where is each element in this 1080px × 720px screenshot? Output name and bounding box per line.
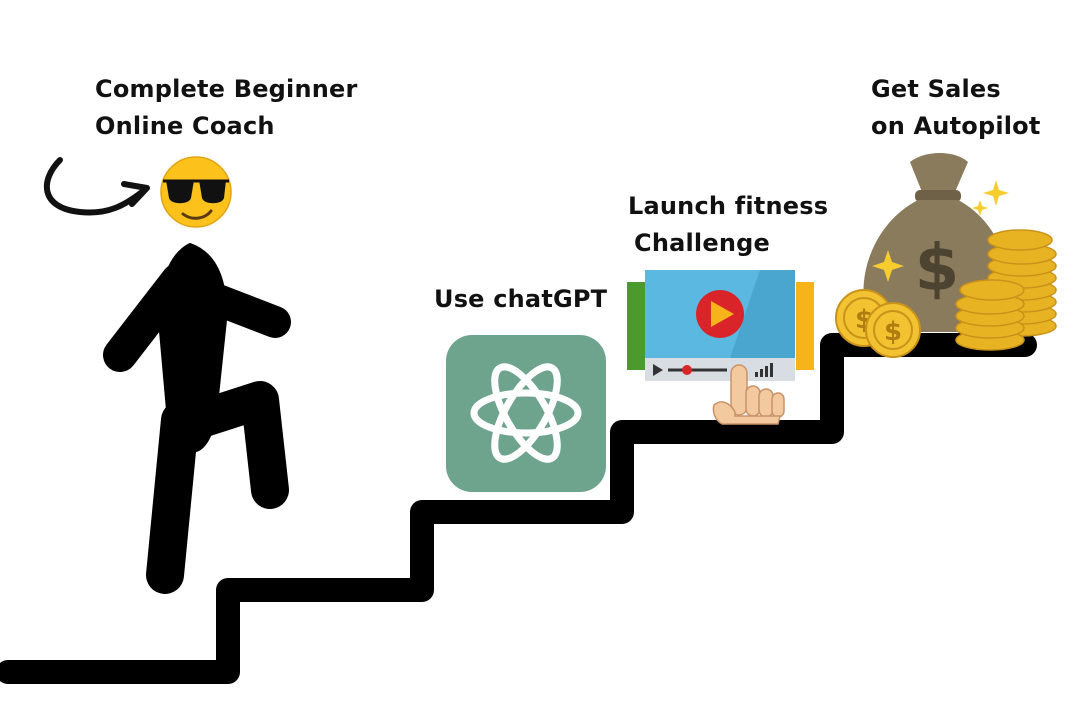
- step-label-line: Challenge: [634, 229, 770, 257]
- gold-coins-icon: $ $: [835, 180, 1057, 358]
- step-label-line: Use chatGPT: [434, 285, 608, 313]
- stick-figure-icon: [103, 243, 291, 594]
- step-label-line: Complete Beginner: [95, 75, 358, 103]
- chatgpt-logo-icon: [446, 335, 606, 492]
- step-label-line: Launch fitness: [628, 192, 829, 220]
- staircase: [0, 333, 1037, 684]
- step-label-launch: Launch fitness Challenge: [628, 188, 828, 262]
- step-label-line: on Autopilot: [871, 112, 1041, 140]
- video-player-icon: [627, 270, 814, 381]
- svg-text:$: $: [884, 317, 902, 347]
- step-label-line: Get Sales: [871, 75, 1001, 103]
- step-label-sales: Get Sales on Autopilot: [871, 71, 1041, 145]
- curved-arrow-icon: [43, 157, 150, 216]
- step-label-beginner: Complete Beginner Online Coach: [95, 71, 358, 145]
- step-label-line: Online Coach: [95, 112, 275, 140]
- step-label-chatgpt: Use chatGPT: [434, 281, 607, 318]
- svg-text:$: $: [915, 232, 960, 306]
- sunglasses-emoji-icon: [160, 156, 232, 228]
- pointing-hand-icon: [712, 364, 785, 425]
